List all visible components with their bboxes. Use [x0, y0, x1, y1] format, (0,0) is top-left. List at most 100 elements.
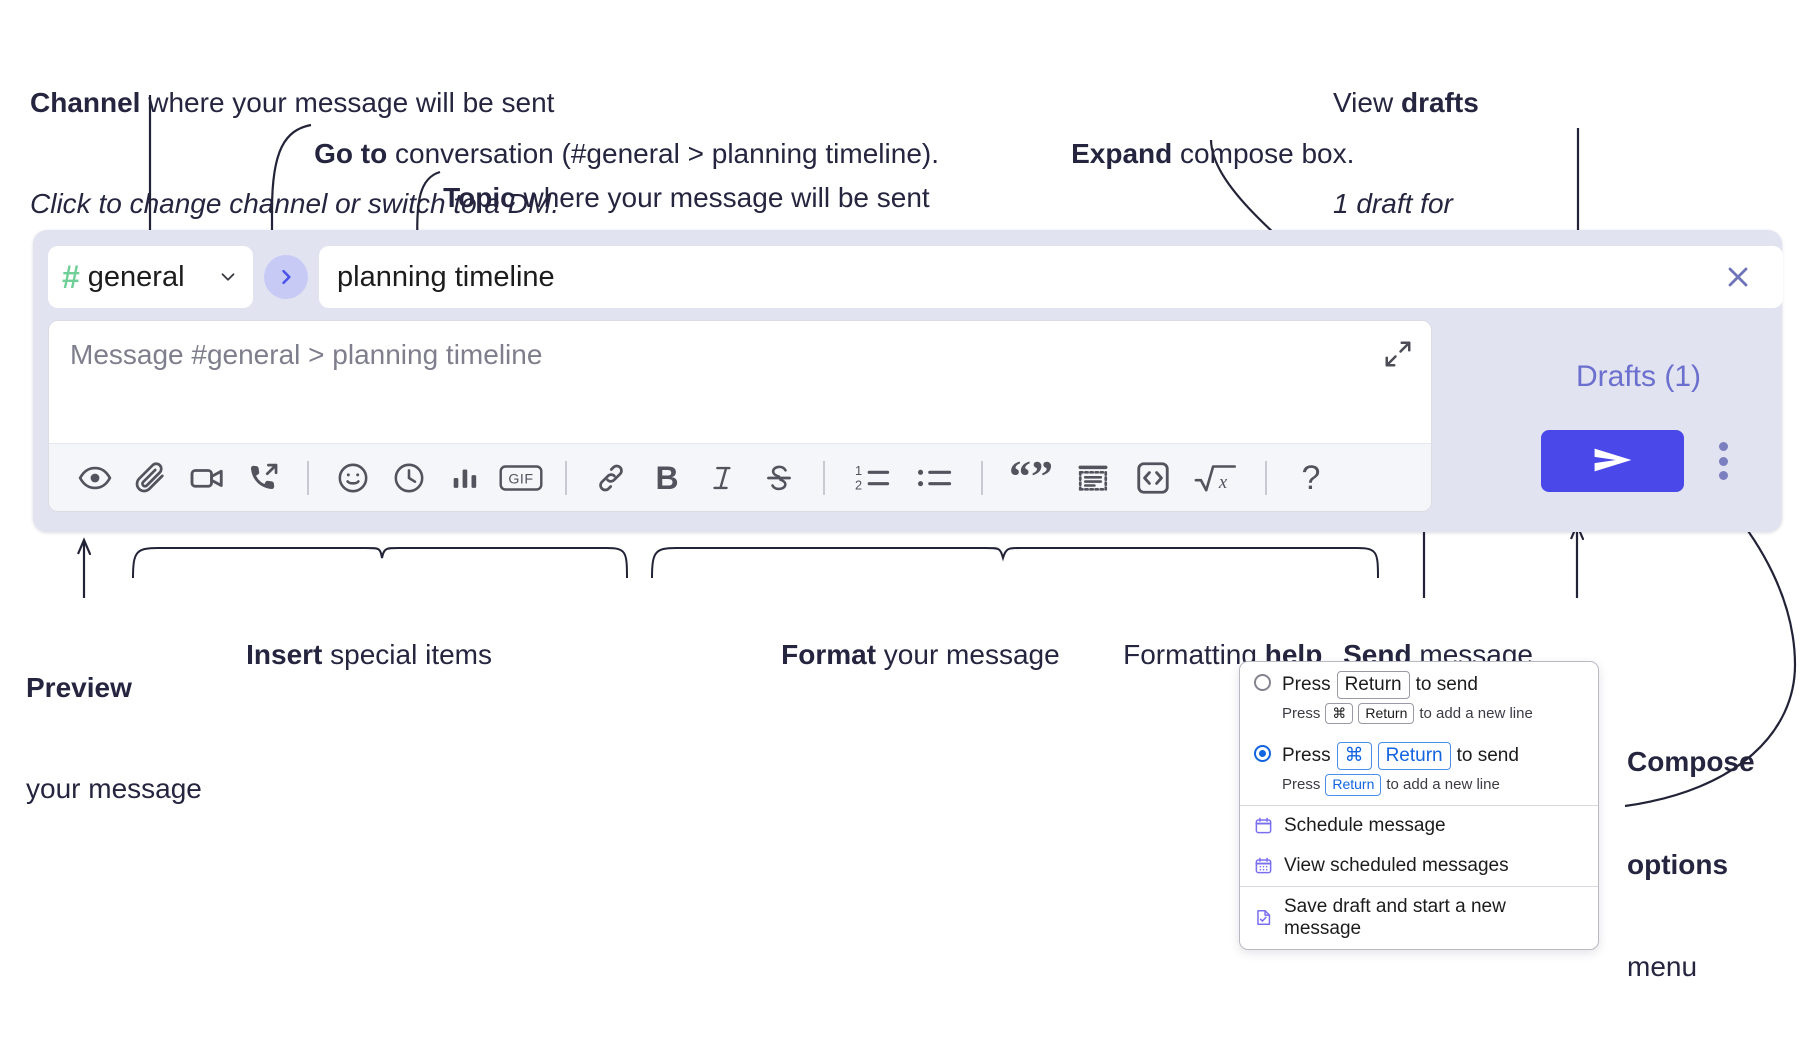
key-return: Return [1336, 671, 1410, 699]
annotation-goto: Go to conversation (#general > planning … [283, 106, 939, 203]
annotation-preview: Preview your message [26, 607, 202, 871]
key-return: Return [1377, 742, 1451, 770]
message-placeholder[interactable]: Message #general > planning timeline [70, 339, 543, 370]
question-mark-label: ? [1301, 458, 1321, 497]
annotation-insert: Insert special items [215, 607, 492, 704]
strikethrough-icon[interactable] [751, 450, 807, 506]
svg-text:x: x [1218, 472, 1228, 493]
send-option-cmd-text-2: to send [1456, 745, 1519, 767]
code-block-icon[interactable] [1063, 450, 1123, 506]
blockquote-glyph: “” [1009, 452, 1053, 502]
blockquote-icon[interactable]: “” [999, 450, 1063, 506]
toolbar-separator [565, 460, 567, 495]
clock-icon[interactable] [381, 450, 437, 506]
bold-icon[interactable]: B [639, 450, 695, 506]
annotation-drafts-bold: drafts [1400, 86, 1479, 118]
key-return: Return [1358, 702, 1415, 725]
menu-item-save-draft[interactable]: Save draft and start a new message [1240, 887, 1598, 949]
annotation-topic-bold: Topic [443, 182, 516, 214]
go-to-conversation-button[interactable] [264, 255, 308, 299]
compose-header-row: # general [48, 246, 1783, 308]
annotation-expand-rest: compose box. [1172, 138, 1355, 170]
send-option-cmd-sub: Press Return to add a new line [1240, 771, 1598, 805]
calendar-grid-icon [1254, 856, 1273, 875]
topic-input[interactable] [337, 260, 1719, 294]
send-option-cmd-text-1: Press [1282, 745, 1331, 767]
message-input-area[interactable]: Message #general > planning timeline [48, 320, 1432, 512]
bar-chart-icon[interactable] [437, 450, 493, 506]
send-message-button[interactable] [1541, 430, 1684, 492]
toolbar-separator [823, 460, 825, 495]
message-compose-box: # general Message #general > planning ti… [33, 230, 1783, 532]
menu-divider [1240, 804, 1598, 806]
topic-field[interactable] [319, 246, 1783, 308]
menu-item-view-scheduled[interactable]: View scheduled messages [1240, 846, 1598, 886]
key-command: ⌘ [1325, 702, 1354, 725]
channel-picker[interactable]: # general [48, 246, 253, 308]
send-option-return-text-2: to send [1415, 673, 1478, 695]
radio-selected[interactable] [1254, 745, 1271, 763]
toolbar-separator [1265, 460, 1267, 495]
send-option-cmd-return[interactable]: Press ⌘ Return to send [1240, 733, 1598, 771]
send-option-return-text-1: Press [1282, 673, 1331, 695]
annotation-channel-bold: Channel [30, 86, 141, 118]
annotation-drafts-sub1: 1 draft for [1333, 188, 1453, 220]
annotation-compose-options-bold1: Compose [1627, 746, 1755, 778]
compose-options-menu: Press Return to send Press ⌘ Return to a… [1239, 661, 1599, 950]
channel-name-label: general [87, 260, 185, 293]
video-camera-icon[interactable] [179, 450, 235, 506]
file-check-icon [1254, 908, 1273, 927]
annotation-goto-rest: conversation (#general > planning timeli… [387, 138, 939, 170]
square-root-x-icon[interactable]: x [1183, 450, 1249, 506]
sub-text-1: Press [1282, 776, 1321, 794]
send-option-return-sub: Press ⌘ Return to add a new line [1240, 700, 1598, 734]
bulleted-list-icon[interactable] [903, 450, 965, 506]
preview-message-icon[interactable] [67, 450, 123, 506]
smiley-icon[interactable] [325, 450, 381, 506]
send-option-return[interactable]: Press Return to send [1240, 662, 1598, 700]
annotation-topic: Topic where your message will be sent [412, 150, 930, 247]
kebab-dot [1718, 442, 1728, 451]
drafts-link[interactable]: Drafts (1) [1576, 360, 1702, 393]
code-icon[interactable] [1123, 450, 1183, 506]
kebab-dot [1718, 471, 1728, 480]
diagram-canvas: Channel where your message will be sent … [26, 86, 1797, 982]
annotation-goto-bold: Go to [314, 138, 388, 170]
annotation-help-lead: Formatting [1123, 639, 1265, 671]
expand-compose-icon[interactable] [1381, 337, 1415, 371]
attach-file-icon[interactable] [123, 450, 179, 506]
clear-topic-icon[interactable] [1719, 258, 1757, 296]
gif-icon[interactable]: GIF [493, 450, 549, 506]
bold-label: B [655, 459, 679, 496]
menu-divider [1240, 885, 1598, 887]
compose-options-menu-button[interactable] [1705, 438, 1741, 484]
menu-item-schedule-message[interactable]: Schedule message [1240, 806, 1598, 846]
kebab-dot [1718, 456, 1728, 466]
annotation-preview-bold: Preview [26, 671, 132, 703]
formatting-help-icon[interactable]: ? [1283, 450, 1339, 506]
formatting-toolbar: GIF B [49, 443, 1431, 511]
phone-forward-icon[interactable] [235, 450, 291, 506]
calendar-icon [1254, 816, 1273, 835]
svg-text:1: 1 [855, 463, 862, 478]
annotation-drafts-lead: View [1333, 86, 1401, 118]
annotation-topic-rest: where your message will be sent [515, 182, 930, 214]
annotation-compose-options: Compose options menu [1627, 677, 1755, 1053]
annotation-channel-rest: where your message will be sent [140, 86, 555, 118]
italic-icon[interactable] [695, 450, 751, 506]
send-paper-plane-icon [1588, 443, 1638, 480]
ordered-list-icon[interactable]: 1 2 [841, 450, 903, 506]
annotation-preview-line2: your message [26, 773, 202, 805]
radio-unselected[interactable] [1254, 674, 1271, 691]
link-icon[interactable] [583, 450, 639, 506]
sub-text-2: to add a new line [1419, 705, 1533, 722]
toolbar-separator [307, 460, 309, 495]
annotation-insert-bold: Insert [246, 639, 323, 671]
annotation-expand: Expand compose box. [1040, 106, 1354, 203]
menu-item-label: Schedule message [1284, 814, 1446, 836]
annotation-insert-rest: special items [322, 639, 492, 671]
menu-item-label: View scheduled messages [1284, 854, 1509, 876]
annotation-format: Format your message [750, 607, 1060, 704]
sub-text-2: to add a new line [1386, 776, 1500, 794]
annotation-compose-options-rest: menu [1627, 951, 1698, 983]
